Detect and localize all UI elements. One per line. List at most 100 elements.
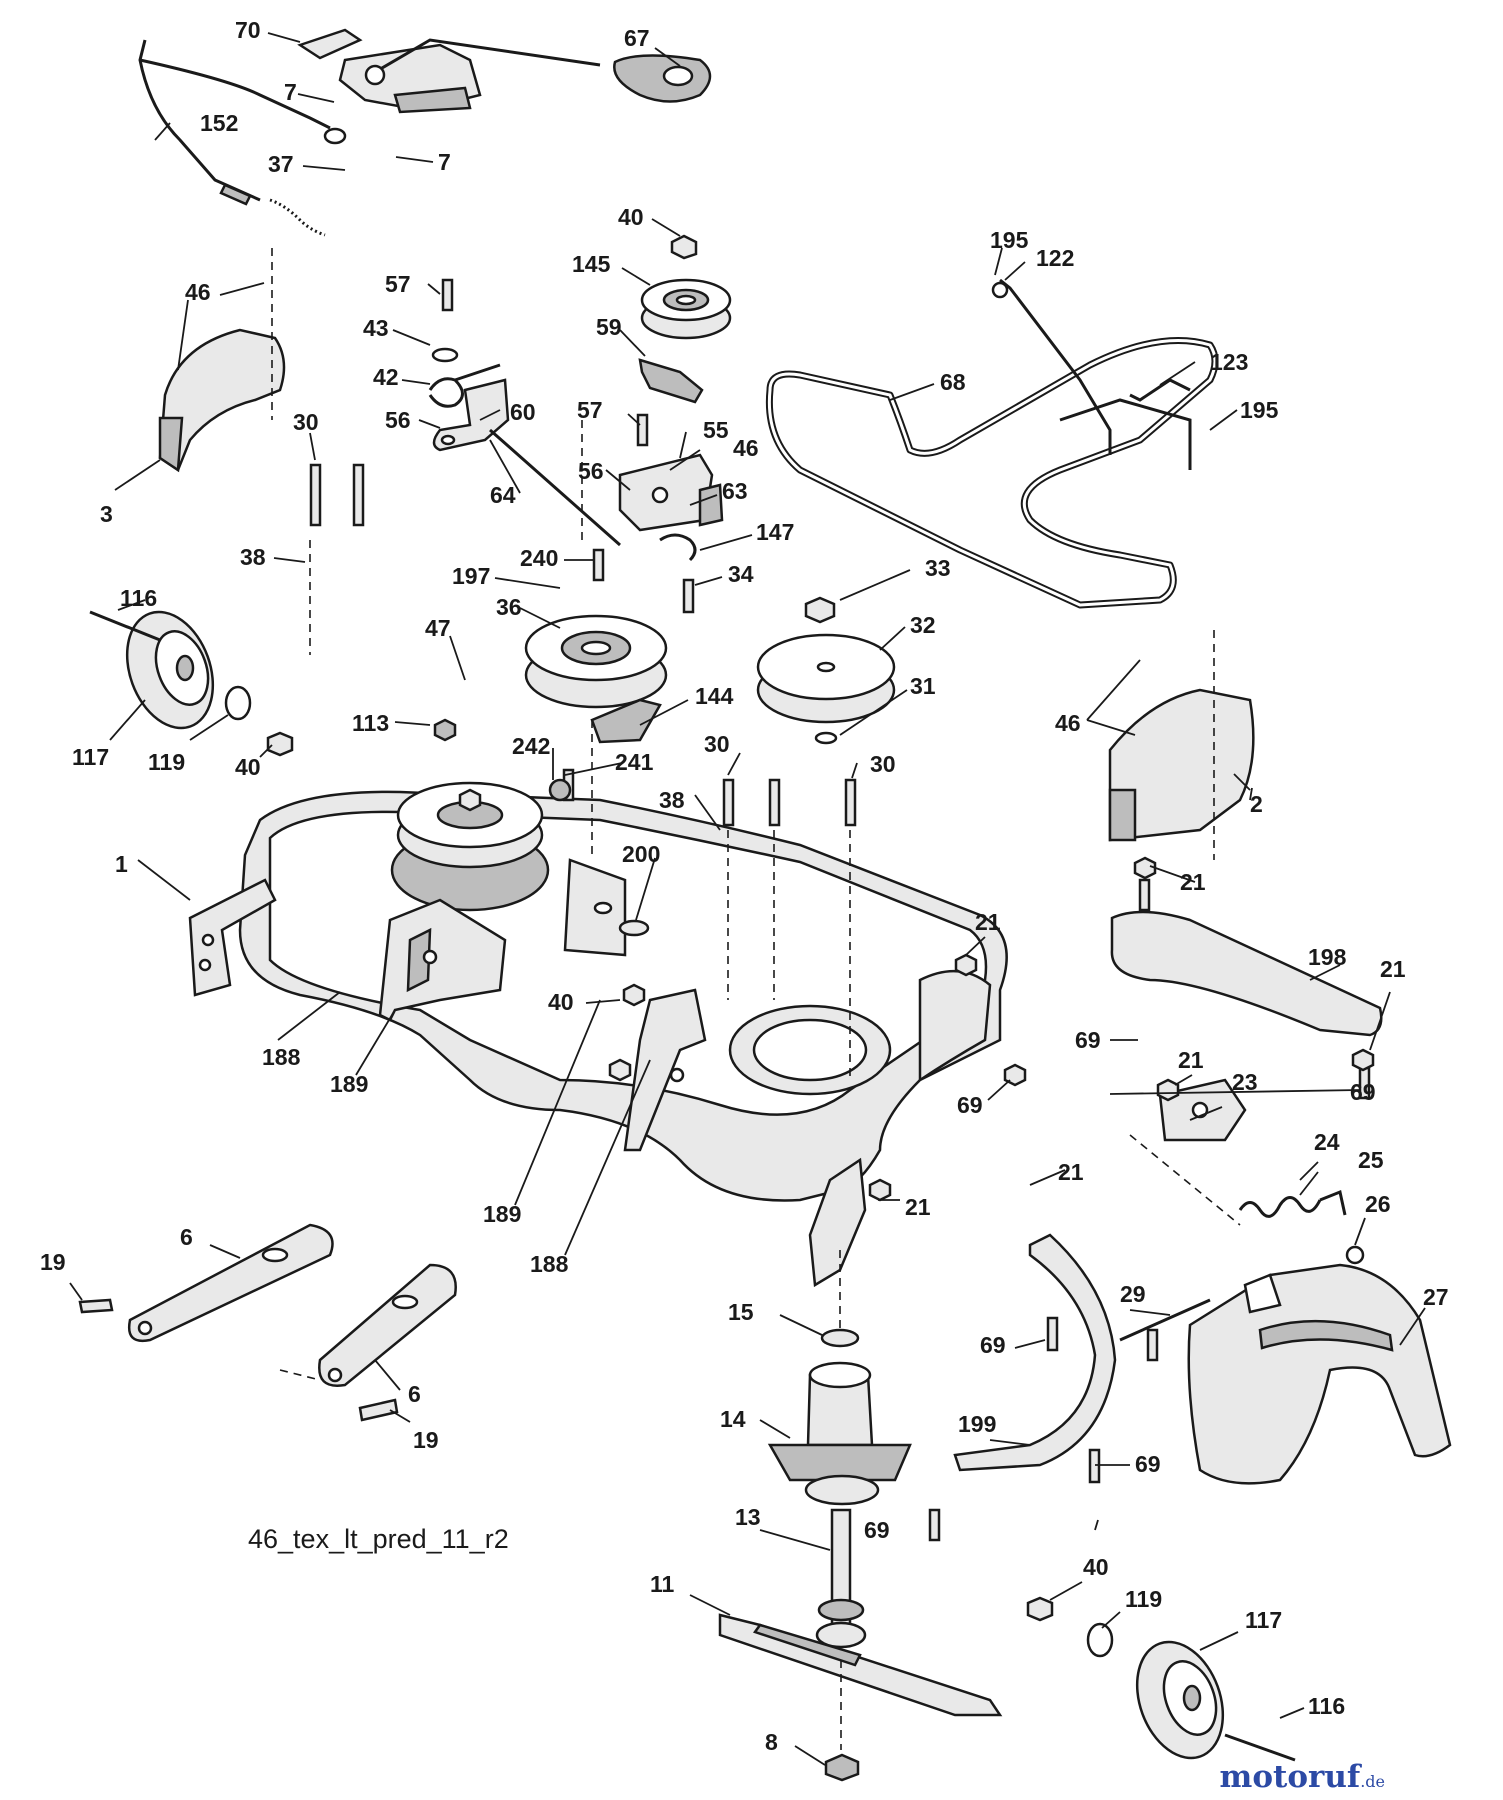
callout-119: 119 (148, 749, 185, 775)
deck-bracket-center (378, 898, 507, 1022)
callout-32: 32 (910, 612, 936, 638)
idler-arm-60 (428, 347, 621, 547)
callout-24: 24 (1314, 1129, 1340, 1155)
callout-27: 27 (1423, 1284, 1449, 1310)
callout-11: 11 (650, 1571, 675, 1597)
spindle-housing-14 (767, 1328, 912, 1506)
callout-200: 200 (622, 841, 660, 867)
watermark-logo: motoruf.de (1220, 1759, 1385, 1795)
callout-69: 69 (864, 1517, 890, 1543)
callout-8: 8 (765, 1729, 778, 1755)
callout-188: 188 (530, 1251, 569, 1277)
callout-57: 57 (577, 397, 603, 423)
diagram-code-label: 46_tex_lt_pred_11_r2 (248, 1524, 509, 1554)
idler-pulley-36 (524, 614, 668, 709)
alignment-dash-lines (271, 248, 1241, 1750)
callout-42: 42 (373, 364, 399, 390)
belt-shield-3 (158, 328, 286, 473)
callout-40: 40 (548, 989, 574, 1015)
callout-69: 69 (1075, 1027, 1101, 1053)
bracket-200 (563, 858, 650, 1007)
callout-55: 55 (703, 417, 729, 443)
watermark-suffix: .de (1360, 1772, 1385, 1791)
callout-40: 40 (235, 754, 261, 780)
callout-69: 69 (980, 1332, 1006, 1358)
callout-46: 46 (185, 279, 211, 305)
callout-21: 21 (1058, 1159, 1084, 1185)
callout-241: 241 (615, 749, 654, 775)
callout-19: 19 (40, 1249, 66, 1275)
callout-188: 188 (262, 1044, 301, 1070)
callout-116: 116 (120, 585, 157, 611)
callout-69: 69 (1350, 1079, 1376, 1105)
callout-37: 37 (268, 151, 294, 177)
callout-198: 198 (1308, 944, 1347, 970)
callout-7: 7 (284, 79, 297, 105)
callout-21: 21 (1178, 1047, 1204, 1073)
callout-19: 19 (413, 1427, 439, 1453)
callout-67: 67 (624, 25, 650, 51)
callout-113: 113 (352, 710, 389, 736)
callout-3: 3 (100, 501, 113, 527)
leader-lines (69, 32, 1426, 1766)
callout-30: 30 (870, 751, 896, 777)
callout-144: 144 (695, 683, 734, 709)
callout-34: 34 (728, 561, 754, 587)
callout-57: 57 (385, 271, 411, 297)
discharge-chute-27 (1187, 1263, 1452, 1485)
deck-hanger-bracket-right (623, 988, 707, 1152)
callout-21: 21 (975, 909, 1001, 935)
deck-pulley-left (396, 781, 544, 869)
callout-29: 29 (1120, 1281, 1146, 1307)
callout-21: 21 (1180, 869, 1206, 895)
pivot-rod-29 (1119, 1298, 1211, 1342)
callout-197: 197 (452, 563, 490, 589)
callout-21: 21 (1380, 956, 1406, 982)
gauge-wheel-117-left (89, 610, 294, 757)
idler-bracket-144 (590, 698, 662, 744)
callout-46: 46 (1055, 710, 1081, 736)
chute-bracket-199 (953, 1233, 1117, 1472)
pivot-bracket-23 (1158, 1078, 1347, 1218)
callout-6: 6 (408, 1381, 421, 1407)
callout-189: 189 (330, 1071, 368, 1097)
callout-152: 152 (200, 110, 238, 136)
callout-7: 7 (438, 149, 451, 175)
callout-23: 23 (1232, 1069, 1258, 1095)
cutting-blade-11 (718, 1613, 1003, 1717)
lift-cable-152 (138, 39, 347, 237)
callout-69: 69 (1135, 1451, 1161, 1477)
lift-bracket-70 (297, 28, 601, 114)
lever-knob-67 (613, 54, 712, 103)
callout-122: 122 (1036, 245, 1074, 271)
callout-38: 38 (659, 787, 685, 813)
watermark-text: motoruf (1220, 1759, 1362, 1795)
callout-119: 119 (1125, 1586, 1162, 1612)
callout-145: 145 (572, 251, 611, 277)
callout-189: 189 (483, 1201, 521, 1227)
belt-guide-122-123 (991, 278, 1192, 470)
callout-59: 59 (596, 314, 622, 340)
belt-shield-2 (1108, 688, 1255, 842)
idler-bracket-59 (638, 358, 704, 404)
mower-belt-68 (765, 337, 1219, 609)
callout-69: 69 (957, 1092, 983, 1118)
callout-30: 30 (293, 409, 319, 435)
callout-242: 242 (512, 733, 550, 759)
callout-68: 68 (940, 369, 966, 395)
callout-147: 147 (756, 519, 794, 545)
blade-bolt-8 (824, 1753, 860, 1782)
hardware-bolts (309, 278, 1375, 1542)
spindle-pulley-32 (756, 596, 896, 745)
callout-70: 70 (235, 17, 261, 43)
callout-36: 36 (496, 594, 522, 620)
callout-47: 47 (425, 615, 451, 641)
callout-63: 63 (722, 478, 748, 504)
hanger-link-6-rear (318, 1263, 457, 1422)
callout-1: 1 (115, 851, 128, 877)
callout-116: 116 (1308, 1693, 1345, 1719)
callout-40: 40 (1083, 1554, 1109, 1580)
callout-117: 117 (72, 744, 109, 770)
callout-46: 46 (733, 435, 759, 461)
